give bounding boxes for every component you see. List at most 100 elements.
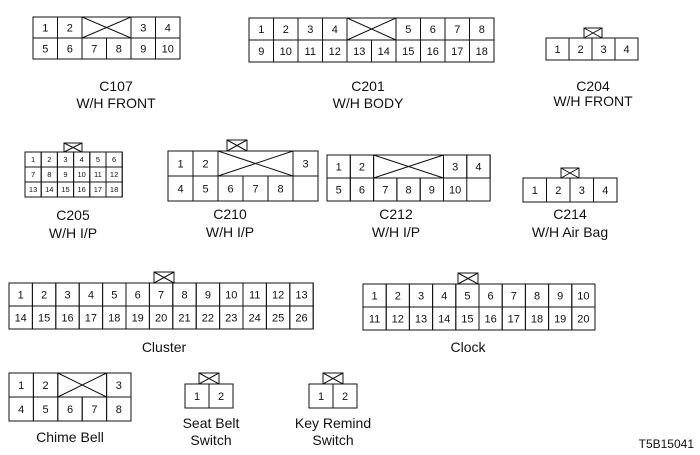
pin-number: 5 <box>336 184 342 196</box>
connector-subtitle: W/H I/P <box>49 225 97 241</box>
pin-number: 1 <box>318 391 324 403</box>
pin-number: 8 <box>534 290 540 302</box>
connector-title: C107 <box>99 78 133 94</box>
pin-number: 10 <box>162 43 174 55</box>
pin-number: 3 <box>418 290 424 302</box>
pin-number: 9 <box>429 184 435 196</box>
connector-title: Key Remind <box>295 415 371 431</box>
blank-cavity-cross <box>57 372 107 398</box>
pin-number: 14 <box>378 46 390 58</box>
pin-number: 13 <box>29 185 37 194</box>
connector-subtitle: Switch <box>190 432 231 448</box>
pin-number: 4 <box>475 161 481 173</box>
pin-number: 4 <box>80 155 84 164</box>
pin-number: 5 <box>96 155 100 164</box>
pin-cell <box>469 39 495 63</box>
connector-title: C205 <box>56 207 90 223</box>
pin-cell <box>105 181 123 198</box>
pin-number: 15 <box>61 185 69 194</box>
pin-cell <box>443 177 468 202</box>
figure-code: T5B15041 <box>638 437 694 451</box>
pin-number: 12 <box>329 46 341 58</box>
lock-tab-cross <box>322 372 344 385</box>
connector-subtitle: W/H FRONT <box>553 93 633 109</box>
pin-number: 15 <box>402 46 414 58</box>
pin-number: 4 <box>332 24 338 36</box>
pin-number: 3 <box>302 158 308 170</box>
pin-number: 16 <box>78 185 86 194</box>
pin-number: 6 <box>67 404 73 416</box>
pin-number: 7 <box>382 184 388 196</box>
pin-number: 17 <box>508 313 520 325</box>
lock-tab-cross <box>63 142 83 153</box>
blank-cavity-cross <box>217 150 294 177</box>
pin-number: 16 <box>61 312 73 324</box>
pin-number: 2 <box>41 289 47 301</box>
pin-number: 8 <box>181 289 187 301</box>
blank-cavity-cross <box>81 16 132 39</box>
pin-number: 20 <box>577 313 589 325</box>
pin-number: 13 <box>415 313 427 325</box>
connector-subtitle: W/H I/P <box>206 224 254 240</box>
pin-number: 6 <box>112 155 116 164</box>
pin-number: 4 <box>602 185 608 197</box>
pin-number: 8 <box>116 43 122 55</box>
pin-number: 9 <box>258 46 264 58</box>
pin-number: 18 <box>476 46 488 58</box>
pin-number: 8 <box>116 404 122 416</box>
pin-number: 12 <box>110 170 118 179</box>
pin-number: 7 <box>158 289 164 301</box>
pin-number: 17 <box>85 312 97 324</box>
pin-number: 17 <box>451 46 463 58</box>
pin-number: 12 <box>392 313 404 325</box>
pin-number: 3 <box>116 380 122 392</box>
pin-number: 3 <box>600 44 606 56</box>
pin-number: 25 <box>272 312 284 324</box>
pin-number: 3 <box>140 22 146 34</box>
pin-number: 8 <box>405 184 411 196</box>
pin-number: 18 <box>531 313 543 325</box>
pin-number: 10 <box>225 289 237 301</box>
connector-title: Seat Belt <box>183 415 240 431</box>
pin-number: 7 <box>91 43 97 55</box>
pin-number: 1 <box>554 44 560 56</box>
pin-number: 2 <box>202 158 208 170</box>
pin-number: 1 <box>372 290 378 302</box>
pin-number: 5 <box>464 290 470 302</box>
pin-number: 15 <box>38 312 50 324</box>
pin-number: 1 <box>42 22 48 34</box>
pin-number: 7 <box>252 183 258 195</box>
pin-number: 11 <box>369 313 380 325</box>
pin-number: 4 <box>18 404 24 416</box>
pin-number: 5 <box>42 43 48 55</box>
pin-number: 8 <box>47 170 51 179</box>
pin-number: 8 <box>479 24 485 36</box>
pin-number: 23 <box>225 312 237 324</box>
lock-tab-cross <box>560 167 580 179</box>
pin-number: 21 <box>178 312 190 324</box>
pin-number: 2 <box>555 185 561 197</box>
connector-title: Clock <box>450 339 486 355</box>
connector-subtitle: W/H Air Bag <box>532 224 608 240</box>
connector-subtitle: Switch <box>312 432 353 448</box>
pin-number: 2 <box>577 44 583 56</box>
pin-number: 26 <box>295 312 307 324</box>
connector-subtitle: W/H I/P <box>372 224 420 240</box>
connector-title: Cluster <box>142 339 187 355</box>
pin-number: 5 <box>111 289 117 301</box>
pin-number: 19 <box>132 312 144 324</box>
connector-subtitle: W/H BODY <box>333 95 404 111</box>
pin-number: 17 <box>94 185 102 194</box>
pin-number: 11 <box>94 170 102 179</box>
pin-number: 11 <box>305 46 316 58</box>
pin-number: 14 <box>45 185 53 194</box>
pin-number: 13 <box>353 46 365 58</box>
pin-cell <box>106 396 132 422</box>
pin-number: 19 <box>554 313 566 325</box>
